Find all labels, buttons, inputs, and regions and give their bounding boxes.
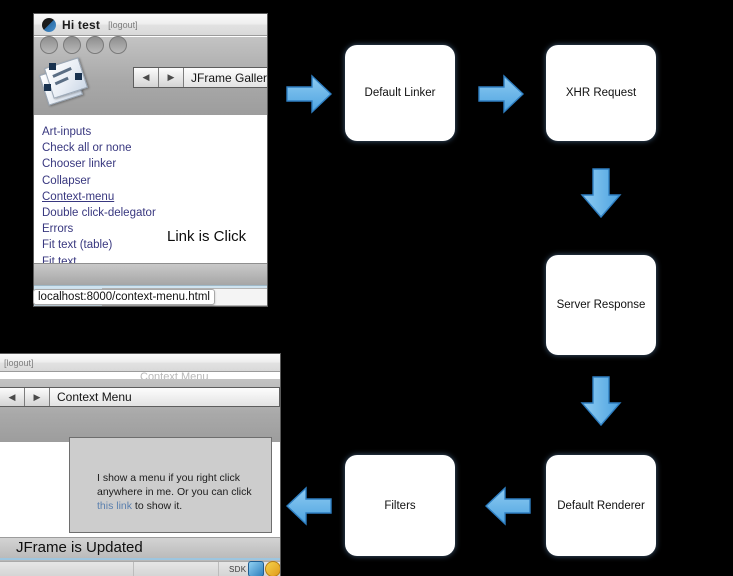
context-nav-bar[interactable]: ◀ ▶ Context Menu [0,387,280,407]
context-menu-target-box[interactable]: I show a menu if you right click anywher… [69,437,272,533]
window-dot-3[interactable] [86,36,104,54]
nav-back-button[interactable]: ◀ [134,68,159,87]
update-banner [0,537,280,562]
nav-forward-button[interactable]: ▶ [159,68,184,87]
gallery-link-list[interactable]: Art-inputs Check all or none Chooser lin… [42,124,156,270]
sdk-label: SDK [229,565,247,574]
context-box-text: I show a menu if you right click anywher… [97,471,257,513]
nav-title-bottom: Context Menu [50,388,279,406]
gallery-document-icon [38,57,89,106]
node-filters[interactable]: Filters [345,455,455,556]
account-greeting: Hi test [62,17,101,32]
window-control-dots[interactable] [40,36,127,54]
account-bar: Hi test [logout] [34,14,267,36]
window-dot-1[interactable] [40,36,58,54]
logout-link-bottom[interactable]: [logout] [4,357,34,368]
gallery-nav-bar[interactable]: ◀ ▶ JFrame Gallery [133,67,267,88]
list-item[interactable]: Double click-delegator [42,207,156,220]
footer-cell-1 [0,562,134,576]
list-item[interactable]: Fit text (table) [42,239,113,252]
jframe-gallery-window: Hi test [logout] ◀ [33,13,268,307]
node-label: Filters [384,499,416,512]
arrow-xhr-to-server [577,167,625,219]
list-item[interactable]: Chooser linker [42,158,117,171]
context-text-after: to show it. [132,500,183,512]
footer-bar [0,561,280,576]
list-item[interactable]: Collapser [42,174,91,187]
node-xhr-request[interactable]: XHR Request [546,45,656,141]
arrow-linker-to-xhr [285,70,333,118]
arrow-renderer-to-filters [484,482,532,530]
window-dot-4[interactable] [109,36,127,54]
logout-link[interactable]: [logout] [108,19,138,30]
arrow-filters-out [285,482,333,530]
list-item[interactable]: Check all or none [42,142,132,155]
node-default-renderer[interactable]: Default Renderer [546,455,656,556]
node-default-linker[interactable]: Default Linker [345,45,455,141]
node-server-response[interactable]: Server Response [546,255,656,355]
link-is-clicked-message: Link is Click [167,228,247,245]
banner-underline [0,558,280,560]
sdk-blue-icon[interactable] [248,561,264,576]
list-item[interactable]: Art-inputs [42,126,92,138]
node-label: Default Linker [364,87,436,99]
nav-title: JFrame Gallery [184,68,267,87]
list-item[interactable]: Errors [42,223,74,236]
context-text-before: I show a menu if you right click anywher… [97,472,252,498]
arrow-xhr-inbound [477,70,525,118]
sdk-yellow-icon[interactable] [265,561,280,576]
account-bar-bottom: [logout] [0,354,280,372]
arrow-server-to-renderer [577,375,625,427]
list-item-context-menu[interactable]: Context-menu [42,190,115,203]
node-label: XHR Request [565,87,637,99]
window-dot-2[interactable] [63,36,81,54]
toolbar-strip: ◀ ▶ JFrame Gallery [34,36,267,115]
nav-forward-button-bottom[interactable]: ▶ [25,388,50,406]
node-label: Default Renderer [557,499,645,512]
context-menu-window: [logout] Context Menu ◀ ▶ Context Menu I… [0,353,281,576]
footer-cell-2 [133,562,219,576]
node-label: Server Response [556,299,646,311]
globe-icon [42,17,56,32]
show-menu-link[interactable]: this link [97,500,133,512]
status-tooltip: localhost:8000/context-menu.html [33,289,215,305]
jframe-updated-text: JFrame is Updated [16,539,143,556]
nav-back-button-bottom[interactable]: ◀ [0,388,25,406]
lower-grey-strip [34,263,267,286]
